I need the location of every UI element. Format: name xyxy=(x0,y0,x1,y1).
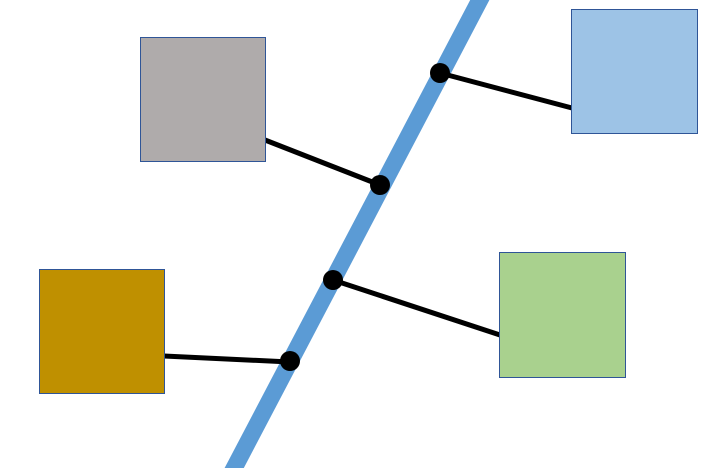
node-lower-middle xyxy=(323,270,343,290)
mustard-box xyxy=(39,269,165,394)
gray-box xyxy=(140,37,266,162)
connector-gray xyxy=(264,137,381,188)
connector-light-blue xyxy=(439,70,573,111)
node-upper-middle xyxy=(370,175,390,195)
connector-mustard xyxy=(163,353,291,365)
light-green-box xyxy=(499,252,626,378)
node-bottom xyxy=(280,351,300,371)
light-blue-box xyxy=(571,9,698,134)
connector-light-green xyxy=(332,277,501,338)
node-top xyxy=(430,63,450,83)
